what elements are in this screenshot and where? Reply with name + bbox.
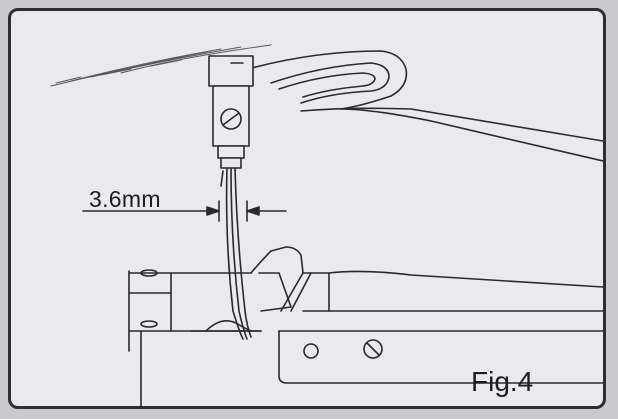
curved-arm	[240, 50, 603, 162]
needle-wires	[220, 167, 252, 340]
dimension-label: 3.6mm	[89, 186, 161, 212]
sewing-mechanism-drawing	[50, 44, 603, 406]
needle-holder	[208, 55, 254, 169]
hatching-strip	[50, 44, 272, 87]
machine-base	[128, 246, 603, 406]
diagram-panel: 3.6mm Fig.4	[8, 8, 606, 409]
figure-label: Fig.4	[471, 366, 534, 397]
dimension-line	[82, 200, 287, 222]
